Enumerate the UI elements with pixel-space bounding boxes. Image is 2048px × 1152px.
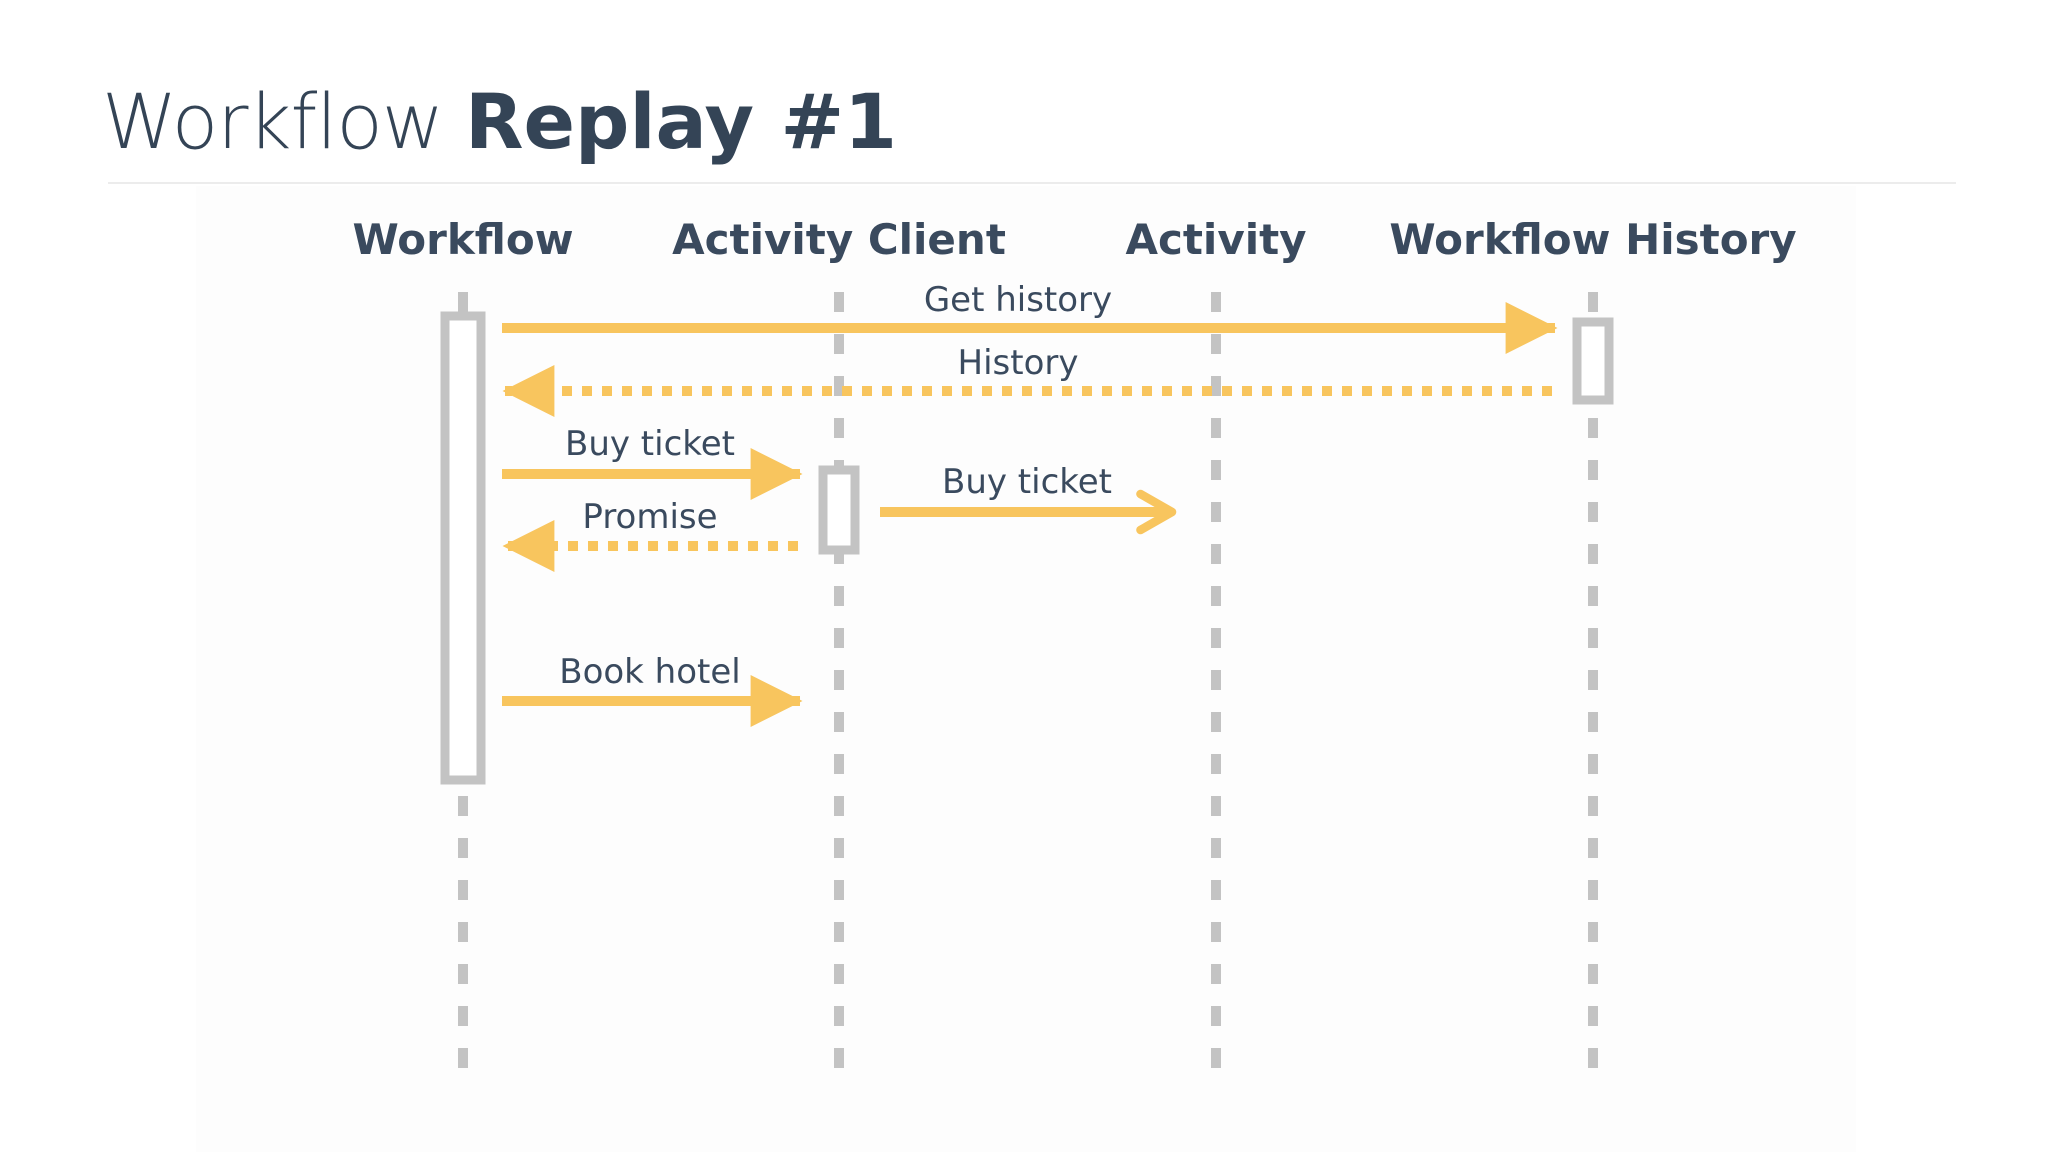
message-get-history-label: Get history [924,280,1112,320]
message-buy-ticket-1-label: Buy ticket [565,424,735,464]
message-promise-label: Promise [582,497,717,537]
participant-workflow-label: Workflow [352,215,573,264]
activation-workflow [440,311,486,785]
activation-activity-client [818,465,860,555]
participant-activity-label: Activity [1125,215,1306,264]
participant-activity-client-label: Activity Client [672,215,1006,264]
activation-workflow-history [1572,317,1614,405]
message-history-label: History [958,343,1079,383]
slide-title-light: Workflow [102,77,444,166]
message-buy-ticket-2-label: Buy ticket [942,462,1112,502]
slide-title-bold: Replay #1 [464,77,898,166]
participant-workflow-history-label: Workflow History [1389,215,1796,264]
title-divider [108,182,1956,184]
message-book-hotel-label: Book hotel [559,652,740,692]
